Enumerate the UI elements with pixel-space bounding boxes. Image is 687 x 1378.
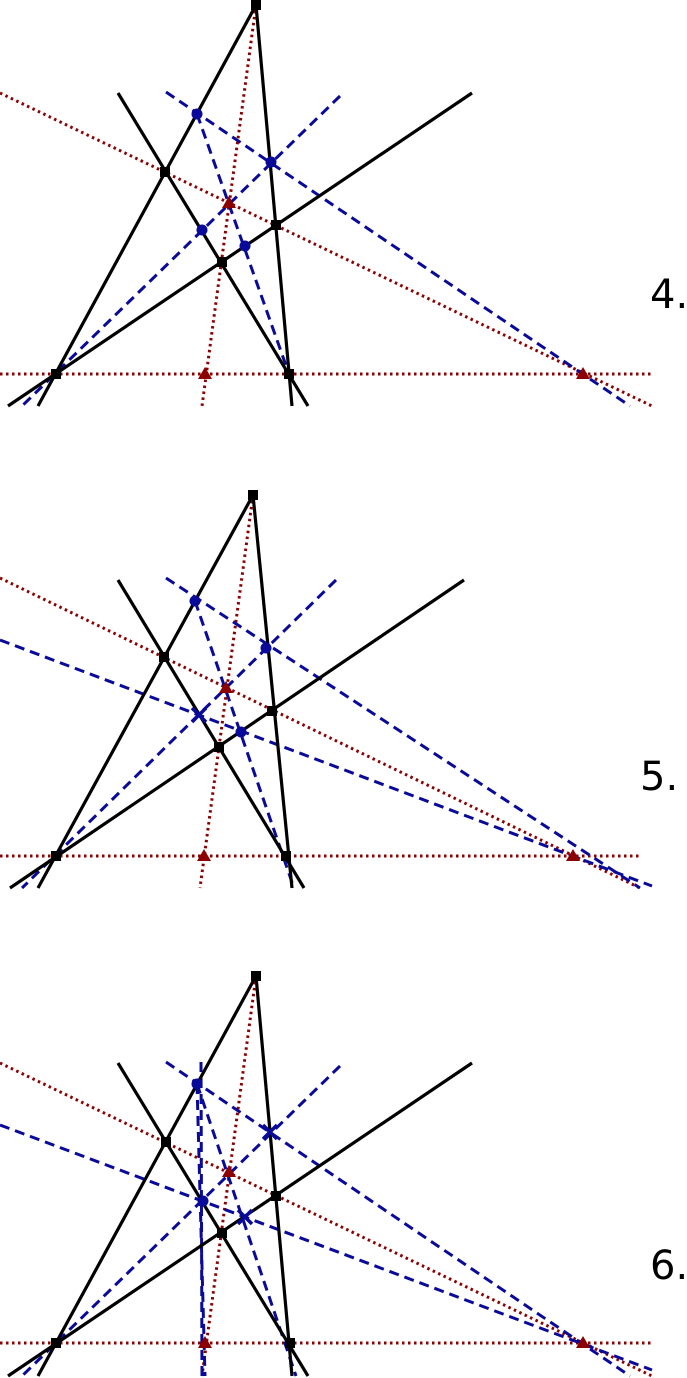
- blue-dashed-line: [0, 1123, 653, 1372]
- solid-line: [251, 494, 294, 889]
- red-triangle-point: [222, 196, 236, 208]
- red-triangle-point: [198, 1336, 212, 1348]
- red-dotted-line: [200, 4, 258, 407]
- square-point: [214, 742, 224, 752]
- solid-line: [36, 975, 258, 1377]
- square-point: [51, 369, 61, 379]
- blue-dashed-line: [20, 578, 338, 890]
- solid-line: [116, 579, 306, 889]
- square-point: [217, 257, 227, 267]
- blue-dashed-line: [165, 90, 631, 408]
- red-dotted-line: [200, 975, 258, 1377]
- panel-4-diagram: [0, 0, 653, 408]
- square-point: [284, 369, 294, 379]
- red-triangle-point: [222, 1165, 236, 1177]
- blue-point: [189, 595, 201, 607]
- square-point: [159, 652, 169, 662]
- square-point: [217, 1228, 227, 1238]
- red-triangle-point: [576, 1336, 590, 1348]
- square-point: [248, 490, 258, 500]
- panel-label-4: 4.: [650, 272, 687, 318]
- square-point: [251, 971, 261, 981]
- panel-4: 4.: [0, 0, 687, 460]
- red-triangle-point: [198, 367, 212, 379]
- red-dotted-line: [0, 576, 641, 890]
- solid-line: [7, 1061, 473, 1378]
- square-point: [160, 167, 170, 177]
- blue-cross-stroke: [190, 706, 208, 724]
- red-dotted-line: [0, 91, 653, 408]
- panel-5-diagram: [0, 490, 653, 890]
- square-point: [51, 1338, 61, 1348]
- solid-line: [254, 975, 294, 1377]
- square-point: [271, 1191, 281, 1201]
- blue-dashed-line: [165, 1060, 631, 1378]
- blue-point: [191, 1078, 203, 1090]
- blue-point: [197, 1195, 209, 1207]
- blue-point: [191, 108, 203, 120]
- square-point: [251, 0, 261, 10]
- solid-line: [116, 1062, 310, 1377]
- blue-cross-point: [190, 706, 208, 724]
- red-triangle-point: [219, 681, 233, 693]
- blue-cross-stroke: [261, 1123, 279, 1141]
- blue-dashed-line: [20, 94, 342, 408]
- blue-point: [196, 224, 208, 236]
- blue-point: [260, 642, 272, 654]
- blue-dashed-line: [20, 1064, 342, 1378]
- blue-dashed-line: [193, 600, 296, 889]
- blue-dashed-line: [165, 576, 641, 890]
- solid-line: [254, 4, 294, 407]
- panel-label-5: 5.: [640, 754, 679, 800]
- blue-cross-point: [261, 1123, 279, 1141]
- square-point: [161, 1137, 171, 1147]
- panel-5: 5.: [0, 490, 679, 890]
- red-triangle-point: [576, 367, 590, 379]
- solid-line: [116, 92, 310, 407]
- solid-line: [7, 91, 473, 408]
- blue-dashed-line: [195, 1083, 207, 1377]
- blue-cross-stroke: [236, 1208, 254, 1226]
- solid-line: [36, 494, 255, 889]
- solid-line: [36, 4, 258, 407]
- square-point: [281, 851, 291, 861]
- square-point: [285, 1338, 295, 1348]
- blue-dashed-line: [199, 1061, 204, 1377]
- square-point: [267, 706, 277, 716]
- square-point: [271, 220, 281, 230]
- blue-point: [239, 240, 251, 252]
- square-point: [51, 851, 61, 861]
- red-dotted-line: [0, 1061, 653, 1378]
- blue-point: [235, 726, 247, 738]
- panel-label-6: 6.: [650, 1243, 687, 1289]
- blue-dashed-line: [0, 638, 653, 888]
- blue-point: [265, 156, 277, 168]
- red-triangle-point: [566, 849, 580, 861]
- red-triangle-point: [197, 849, 211, 861]
- blue-cross-point: [236, 1208, 254, 1226]
